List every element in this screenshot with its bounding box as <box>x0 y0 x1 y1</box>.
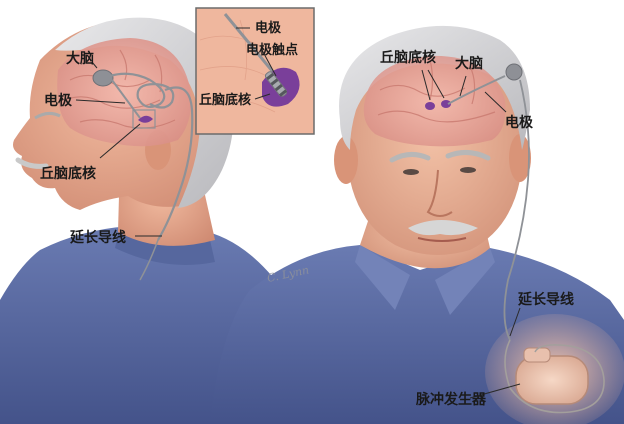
right-label-stn: 丘脑底核 <box>380 49 436 66</box>
inset-label-electrode: 电极 <box>255 20 282 36</box>
right-label-extension: 延长导线 <box>517 291 574 308</box>
left-electrode-cap <box>93 70 113 86</box>
right-label-cerebrum: 大脑 <box>455 55 483 72</box>
right-stn-marker-left <box>425 102 435 110</box>
inset-label-contacts: 电极触点 <box>246 42 298 58</box>
right-generator <box>516 356 588 404</box>
right-label-electrode: 电极 <box>505 114 534 131</box>
right-eye-right <box>460 167 476 173</box>
inset-label-stn: 丘脑底核 <box>199 92 251 108</box>
left-label-cerebrum: 大脑 <box>66 50 94 67</box>
right-electrode-cap <box>506 64 522 80</box>
right-label-generator: 脉冲发生器 <box>415 391 487 408</box>
left-label-stn: 丘脑底核 <box>40 165 96 182</box>
left-label-electrode: 电极 <box>44 92 73 109</box>
left-label-extension: 延长导线 <box>69 229 126 246</box>
right-eye-left <box>403 169 419 175</box>
